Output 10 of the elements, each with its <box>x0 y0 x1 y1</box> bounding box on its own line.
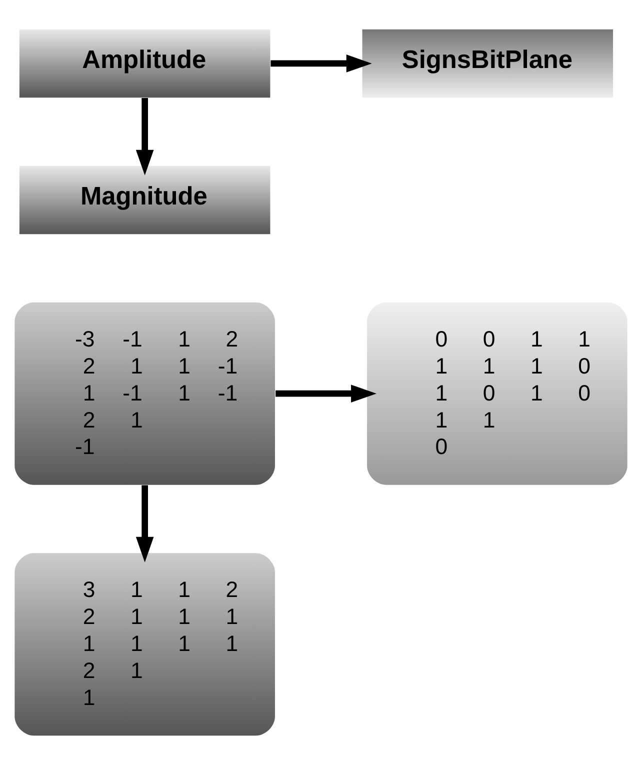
node-box: 3 1 1 2 2 1 1 1 1 1 1 1 2 1 1 <box>14 553 275 736</box>
arrow <box>136 485 154 562</box>
node-box: 0 0 1 1 1 1 1 0 1 0 1 0 1 1 0 <box>367 302 628 485</box>
arrow <box>276 384 376 403</box>
node-box: SignsBitPlane <box>362 29 614 98</box>
node-box: Amplitude <box>19 29 270 98</box>
arrow <box>270 54 372 72</box>
node-box: Magnitude <box>19 166 270 234</box>
node-box: -3 -1 1 2 2 1 1 -1 1 -1 1 -1 2 1 -1 <box>14 302 275 485</box>
arrow <box>136 98 154 176</box>
